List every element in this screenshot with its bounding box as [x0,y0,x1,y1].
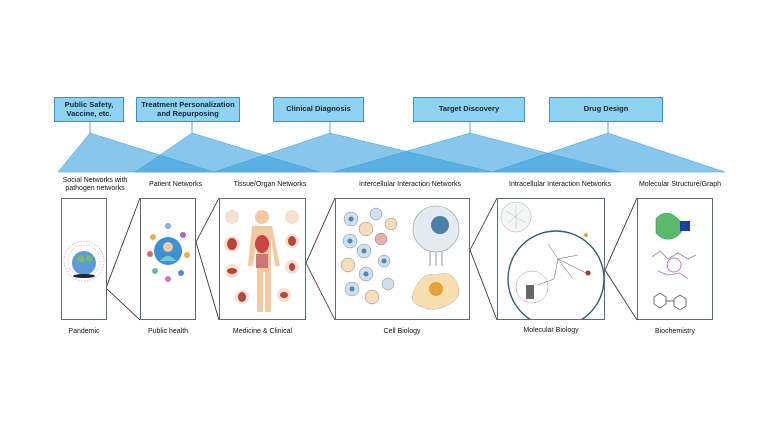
field-label-biochemistry: Biochemistry [654,328,696,335]
cell-interaction-image [340,205,460,310]
intracellular-network-image [500,201,605,328]
zoom-line [604,197,638,271]
triangle-drug-design [491,132,726,173]
zoom-line [604,269,638,321]
field-label-public-health: Public health [147,328,189,335]
zoom-line [305,197,336,264]
zoom-line [469,249,498,321]
field-label-cell-biology: Cell Biology [383,328,421,335]
application-drug-design: Drug Design [549,97,663,122]
field-label-molecular-biology: Molecular Biology [523,327,579,334]
field-label-pandemic: Pandemic [68,328,100,335]
zoom-line [105,287,141,321]
application-target-discovery: Target Discovery [413,97,525,122]
application-public-safety: Public Safety, Vaccine, etc. [54,97,124,122]
panel-cell-biology [335,198,470,320]
panel-biochemistry [637,198,713,320]
panel-medicine-clinical [219,198,306,320]
panel-public-health [140,198,196,320]
zoom-line [195,197,220,243]
network-label-molecular: Molecular Structure/Graph [638,181,722,188]
patient-network-image [147,223,190,282]
network-label-intracellular: Intracellular Interaction Networks [509,181,611,188]
field-label-medicine-clinical: Medicine & Clinical [232,328,293,335]
globe-network-image [63,240,105,282]
panel-molecular-biology [497,198,605,328]
zoom-line [105,197,141,289]
panel-pandemic [61,198,107,320]
network-label-patient: Patient Networks [149,181,202,188]
application-treatment-personalization: Treatment Personalization and Repurposin… [136,97,240,122]
organ-body-image [224,210,299,312]
zoom-line [469,197,498,251]
network-label-intercellular: Intercellular Interaction Networks [359,181,461,188]
network-label-social: Social Networks with pathogen networks [62,177,128,193]
network-label-tissue: Tissue/Organ Networks [233,181,307,188]
application-clinical-diagnosis: Clinical Diagnosis [273,97,364,122]
zoom-line [305,262,336,321]
zoom-line [195,241,220,321]
molecular-structure-image [651,212,697,311]
